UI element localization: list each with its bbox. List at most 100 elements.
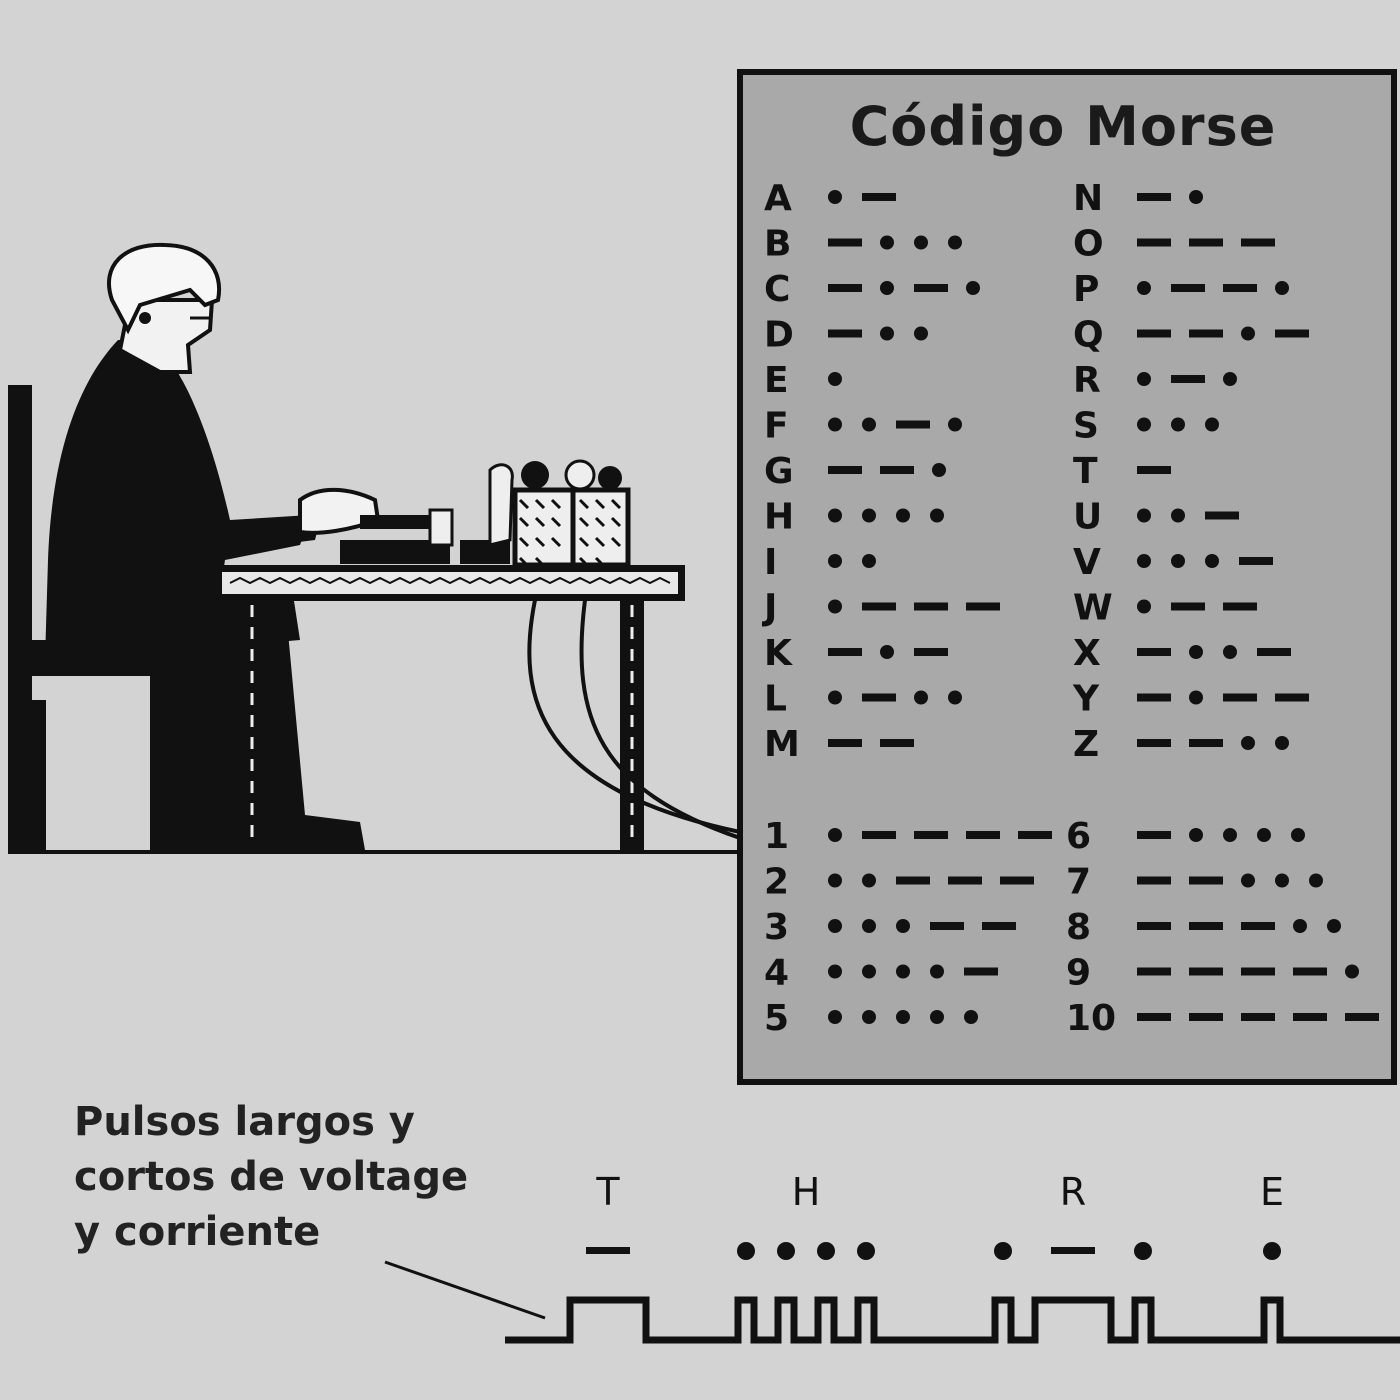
morse-dash <box>948 876 982 885</box>
signal-dot <box>737 1242 755 1260</box>
morse-dash <box>1137 193 1171 201</box>
morse-dash <box>880 466 914 474</box>
morse-dash <box>966 831 1000 839</box>
morse-dot <box>1293 919 1307 933</box>
morse-dot <box>948 235 962 250</box>
chart-row-W: W <box>1073 588 1257 629</box>
voltage-waveform <box>505 1296 1400 1344</box>
chart-row-R: R <box>1073 360 1237 401</box>
morse-dash <box>1171 284 1205 292</box>
morse-dot <box>896 508 910 523</box>
morse-dot <box>896 964 910 979</box>
chart-row-Z: Z <box>1073 724 1289 765</box>
chart-row-P: P <box>1073 269 1289 310</box>
morse-dash <box>1189 967 1223 976</box>
morse-dash <box>828 739 862 747</box>
chart-row-label: K <box>764 633 793 674</box>
chart-row-digit-9: 9 <box>1066 953 1359 994</box>
morse-dot <box>1223 828 1237 842</box>
caption-pointer <box>384 1260 546 1320</box>
signal-letter-H: H <box>737 1170 875 1260</box>
morse-dot <box>966 281 980 295</box>
morse-dot <box>828 1010 842 1024</box>
chart-row-label: Y <box>1072 679 1100 720</box>
chart-row-label: E <box>764 360 789 401</box>
morse-dot <box>1205 554 1219 568</box>
morse-dash <box>982 922 1016 930</box>
morse-dot <box>948 417 962 432</box>
chart-row-label: T <box>1073 451 1098 492</box>
morse-dash <box>1275 693 1309 702</box>
chart-row-A: A <box>764 178 896 219</box>
morse-dash <box>1137 967 1171 976</box>
morse-code-chart: Código Morse ABCDEFGHIJKLMNOPQRSTUVWXYZ1… <box>737 69 1397 1085</box>
chart-row-label: P <box>1073 269 1099 310</box>
morse-dot <box>914 690 928 705</box>
morse-dash <box>1189 329 1223 338</box>
morse-dot <box>828 873 842 888</box>
morse-dot <box>1275 281 1289 295</box>
morse-dash <box>1345 1013 1379 1021</box>
signal-letter-label: R <box>1060 1170 1086 1214</box>
chart-row-I: I <box>764 542 876 583</box>
morse-dot <box>914 326 928 341</box>
morse-dot <box>1189 690 1203 705</box>
chart-row-digit-4: 4 <box>764 953 998 994</box>
morse-dot <box>828 508 842 523</box>
morse-dot <box>1327 919 1341 933</box>
morse-dot <box>828 964 842 979</box>
morse-dash <box>1189 876 1223 885</box>
morse-dot <box>1275 873 1289 888</box>
morse-dot <box>862 554 876 568</box>
signal-dot <box>1263 1242 1281 1260</box>
morse-dash <box>828 284 862 292</box>
chart-row-label: 4 <box>764 953 789 994</box>
morse-dash <box>1241 922 1275 930</box>
morse-dot <box>828 554 842 568</box>
chart-row-label: 6 <box>1066 816 1091 857</box>
morse-dash <box>914 648 948 656</box>
chart-row-label: L <box>764 679 787 720</box>
morse-dot <box>880 281 894 295</box>
morse-dash <box>828 466 862 474</box>
morse-dash <box>862 831 896 839</box>
morse-dot <box>1171 554 1185 568</box>
chart-row-label: Q <box>1073 315 1104 356</box>
morse-dash <box>1223 284 1257 292</box>
chart-row-digit-8: 8 <box>1066 907 1341 948</box>
morse-dash <box>1018 831 1052 839</box>
morse-dash <box>880 739 914 747</box>
signal-letter-T: T <box>586 1170 630 1254</box>
morse-dot <box>880 326 894 341</box>
morse-dot <box>932 463 946 477</box>
morse-dot <box>1345 964 1359 979</box>
chart-row-G: G <box>764 451 946 492</box>
chart-row-Y: Y <box>1072 679 1309 720</box>
chart-row-label: O <box>1073 224 1104 265</box>
morse-dot <box>1275 736 1289 750</box>
morse-dot <box>1241 873 1255 888</box>
signal-letter-label: T <box>595 1170 620 1214</box>
morse-dash <box>896 876 930 885</box>
morse-dash <box>828 329 862 338</box>
morse-dash <box>1205 511 1239 520</box>
signal-letter-R: R <box>994 1170 1152 1260</box>
morse-dot <box>828 599 842 614</box>
morse-dot <box>1137 599 1151 614</box>
morse-dash <box>1189 739 1223 747</box>
morse-dot <box>930 1010 944 1024</box>
chart-row-label: 1 <box>764 816 789 857</box>
morse-dot <box>1137 372 1151 386</box>
morse-dash <box>914 602 948 611</box>
morse-dot <box>1137 417 1151 432</box>
morse-dash <box>1239 557 1273 565</box>
morse-dot <box>1137 508 1151 523</box>
morse-dash <box>1241 1013 1275 1021</box>
morse-dot <box>930 508 944 523</box>
chart-row-label: 10 <box>1066 998 1116 1039</box>
chart-row-T: T <box>1073 451 1171 492</box>
morse-dot <box>862 964 876 979</box>
